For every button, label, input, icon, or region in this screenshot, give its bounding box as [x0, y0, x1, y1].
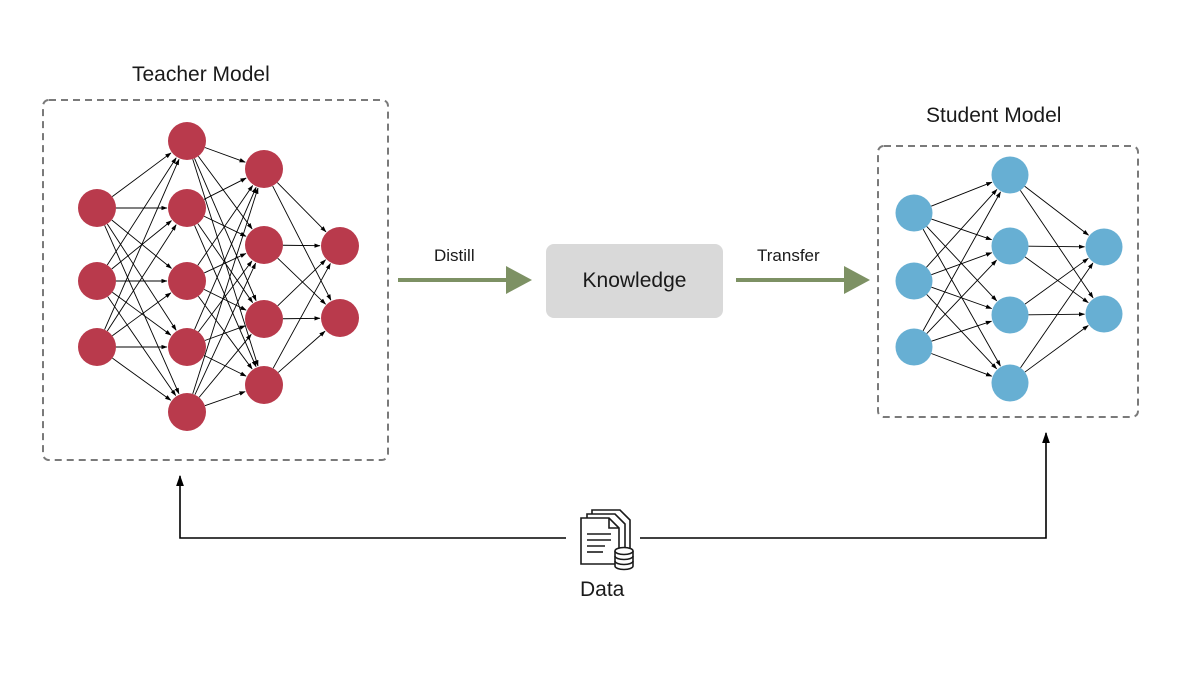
- teacher-model-title: Teacher Model: [132, 63, 270, 86]
- student-node-l1-2: [991, 296, 1029, 334]
- teacher-edge-l2-3-1: [277, 330, 326, 373]
- teacher-edge-l1-2-3: [197, 296, 253, 370]
- student-network-edges: [922, 181, 1094, 377]
- student-node-l2-1: [1085, 295, 1123, 333]
- student-model-frame: [877, 145, 1139, 418]
- teacher-edge-l0-0-3: [106, 223, 177, 331]
- teacher-node-l0-1: [78, 262, 116, 300]
- teacher-edge-l0-0-0: [111, 152, 172, 198]
- teacher-node-l1-4: [168, 393, 206, 431]
- teacher-edge-l0-1-4: [107, 296, 177, 397]
- distill-arrow: [398, 266, 532, 294]
- student-node-l1-0: [991, 156, 1029, 194]
- transfer-arrow: [736, 266, 870, 294]
- teacher-node-l1-2: [168, 262, 206, 300]
- student-edge-l1-1-1: [1024, 256, 1089, 303]
- student-edge-l0-2-2: [931, 320, 993, 342]
- teacher-edge-l1-1-0: [203, 177, 247, 200]
- student-edge-l0-0-1: [931, 218, 993, 241]
- teacher-edge-l1-4-1: [194, 262, 257, 395]
- teacher-edge-l1-2-0: [197, 184, 254, 266]
- teacher-edge-l0-2-1: [106, 224, 177, 332]
- knowledge-box: Knowledge: [546, 244, 723, 318]
- teacher-edge-l0-2-4: [112, 357, 172, 401]
- distill-label: Distill: [434, 246, 475, 265]
- student-edge-l0-1-1: [931, 252, 993, 276]
- teacher-edge-l2-2-0: [277, 259, 327, 307]
- student-node-l0-2: [895, 328, 933, 366]
- student-model-title: Student Model: [926, 104, 1062, 127]
- student-edge-l0-2-0: [922, 191, 1001, 332]
- student-node-l0-1: [895, 262, 933, 300]
- teacher-node-l0-2: [78, 328, 116, 366]
- teacher-node-l2-3: [245, 366, 283, 404]
- teacher-edge-l1-3-0: [194, 186, 257, 330]
- teacher-edge-l2-0-0: [277, 182, 327, 233]
- student-node-l0-0: [895, 194, 933, 232]
- student-edge-l1-2-1: [1028, 312, 1086, 317]
- teacher-edge-l2-1-1: [277, 257, 327, 305]
- teacher-edge-l1-0-2: [194, 158, 257, 302]
- student-edge-l0-1-0: [926, 188, 998, 268]
- teacher-edge-l0-2-2: [112, 292, 172, 337]
- student-edge-l0-1-2: [931, 286, 993, 309]
- teacher-network-edges: [104, 147, 332, 407]
- teacher-node-l1-1: [168, 189, 206, 227]
- teacher-edge-l0-1-3: [112, 291, 172, 336]
- teacher-model-frame: [42, 99, 389, 461]
- student-edge-l1-2-0: [1024, 258, 1089, 305]
- teacher-node-l1-3: [168, 328, 206, 366]
- teacher-edge-l1-2-1: [204, 253, 247, 274]
- student-edge-l1-1-0: [1028, 244, 1086, 249]
- teacher-edge-l1-2-2: [203, 289, 247, 311]
- teacher-edge-l1-3-2: [204, 325, 246, 341]
- teacher-edge-l0-0-4: [104, 225, 180, 395]
- transfer-label: Transfer: [757, 246, 820, 265]
- teacher-edge-l0-2-0: [104, 158, 180, 330]
- student-edge-l0-1-3: [926, 294, 998, 370]
- teacher-node-l2-2: [245, 300, 283, 338]
- database-documents-icon: [580, 509, 634, 571]
- student-node-l2-0: [1085, 228, 1123, 266]
- teacher-node-l3-1: [321, 299, 359, 337]
- teacher-edge-l0-1-0: [106, 157, 177, 266]
- student-edge-l1-0-0: [1024, 185, 1090, 236]
- teacher-node-l0-0: [78, 189, 116, 227]
- knowledge-label: Knowledge: [582, 269, 687, 292]
- student-edge-l0-0-0: [931, 181, 993, 207]
- teacher-edge-l1-4-2: [198, 333, 252, 398]
- teacher-node-l2-1: [245, 226, 283, 264]
- teacher-edge-l2-3-0: [272, 262, 331, 369]
- student-edge-l1-3-0: [1020, 262, 1094, 369]
- data-to-teacher-connector: [176, 474, 566, 539]
- data-label: Data: [580, 578, 625, 601]
- student-edge-l0-2-1: [926, 259, 997, 334]
- student-edge-l1-3-1: [1024, 325, 1089, 373]
- student-edge-l0-2-3: [931, 353, 993, 377]
- teacher-node-l1-0: [168, 122, 206, 160]
- teacher-edge-l1-3-1: [198, 260, 253, 333]
- teacher-node-l3-0: [321, 227, 359, 265]
- student-node-l1-1: [991, 227, 1029, 265]
- teacher-edge-l1-4-0: [192, 187, 259, 395]
- data-to-student-connector: [640, 431, 1050, 539]
- student-node-l1-3: [991, 364, 1029, 402]
- teacher-edge-l1-0-1: [197, 156, 253, 230]
- teacher-node-l2-0: [245, 150, 283, 188]
- teacher-edge-l1-4-3: [204, 391, 246, 407]
- teacher-edge-l1-0-0: [204, 147, 246, 163]
- teacher-network-nodes: [78, 122, 359, 431]
- student-network-nodes: [895, 156, 1123, 402]
